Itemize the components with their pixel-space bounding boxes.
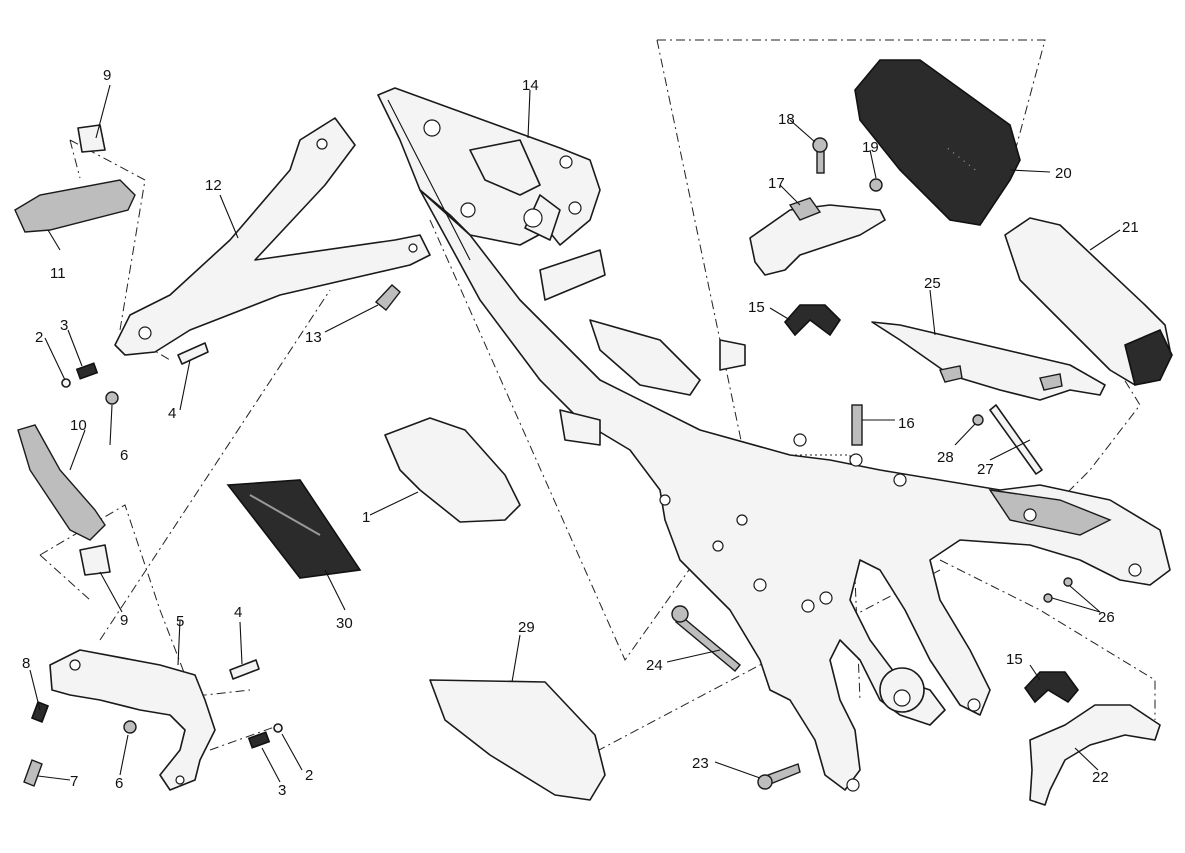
- dark-housing: · · · · · ·: [854, 59, 1021, 226]
- callout-24: 24: [646, 657, 663, 674]
- cable-clamp-upper: [783, 304, 842, 337]
- footpeg-left: [14, 124, 136, 233]
- callout-30: 30: [336, 615, 353, 632]
- callout-20: 20: [1055, 165, 1072, 182]
- tag-plate: [226, 479, 362, 579]
- callout-9b: 9: [120, 612, 128, 629]
- footpeg-right: [17, 424, 111, 576]
- rear-subframe: [377, 87, 1171, 792]
- callout-21: 21: [1122, 219, 1139, 236]
- passenger-footpeg-hanger-right: [49, 649, 216, 791]
- callout-15b: 15: [1006, 651, 1023, 668]
- leader-lines: [29, 84, 1121, 783]
- callout-7: 7: [70, 773, 78, 790]
- callout-19: 19: [862, 139, 879, 156]
- assembly-guide-lines: [39, 39, 1156, 761]
- callout-23: 23: [692, 755, 709, 772]
- callout-8: 8: [22, 655, 30, 672]
- light-housing: [1004, 217, 1173, 386]
- callout-27: 27: [977, 461, 994, 478]
- callout-1: 1: [362, 509, 370, 526]
- rubber-pad: [384, 417, 521, 523]
- callout-18: 18: [778, 111, 795, 128]
- callout-6a: 6: [120, 447, 128, 464]
- callout-9a: 9: [103, 67, 111, 84]
- callout-6b: 6: [115, 775, 123, 792]
- callout-4b: 4: [234, 604, 242, 621]
- callout-16: 16: [898, 415, 915, 432]
- callout-10: 10: [70, 417, 87, 434]
- passenger-footpeg-hanger-left: [114, 117, 431, 356]
- callout-14: 14: [522, 77, 539, 94]
- callout-3a: 3: [60, 317, 68, 334]
- callout-2a: 2: [35, 329, 43, 346]
- callout-4a: 4: [168, 405, 176, 422]
- callout-28: 28: [937, 449, 954, 466]
- callout-26: 26: [1098, 609, 1115, 626]
- callout-15a: 15: [748, 299, 765, 316]
- mudguard-bracket: [871, 321, 1106, 401]
- callout-5: 5: [176, 613, 184, 630]
- license-bracket: [1029, 704, 1161, 806]
- callout-2b: 2: [305, 767, 313, 784]
- callout-labels: 1 2 2 3 3 4 4 5 6 6 7 8 9 9 10 11 12 13 …: [22, 67, 1139, 799]
- side-cover: [429, 679, 606, 801]
- callout-11: 11: [50, 265, 66, 282]
- callout-29: 29: [518, 619, 535, 636]
- callout-12: 12: [205, 177, 222, 194]
- callout-3b: 3: [278, 782, 286, 799]
- hardware: [23, 137, 1073, 790]
- callout-22: 22: [1092, 769, 1109, 786]
- callout-25: 25: [924, 275, 941, 292]
- callout-17: 17: [768, 175, 785, 192]
- callout-13: 13: [305, 329, 322, 346]
- sensor-bracket: [749, 197, 886, 276]
- cable-clamp-lower: [1023, 671, 1080, 704]
